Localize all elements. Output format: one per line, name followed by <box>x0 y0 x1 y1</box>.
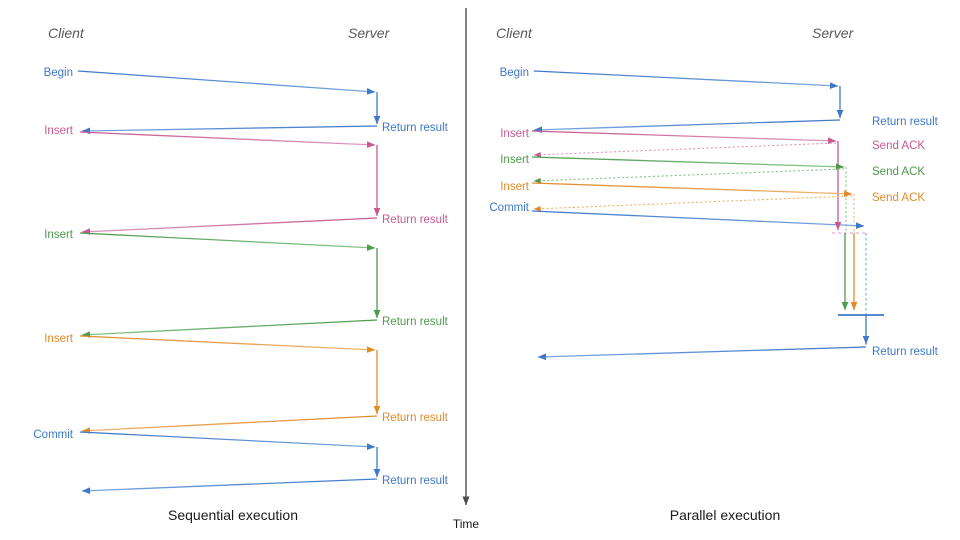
arrow-insert3-ack-parallel <box>533 195 853 212</box>
arrow-insert3-response <box>81 415 378 434</box>
arrow-begin-request <box>77 70 376 95</box>
arrow-commit-response-parallel <box>537 346 867 361</box>
arrow-insert2-response <box>81 319 378 338</box>
panel-parallel: Client Server <box>489 25 938 523</box>
arrow-insert3-request <box>79 335 376 353</box>
label-server-return5-sequential: Return result <box>382 475 449 487</box>
caption-sequential: Sequential execution <box>168 507 298 523</box>
label-client-begin-parallel: Begin <box>500 67 529 79</box>
time-axis-label: Time <box>453 517 480 531</box>
arrow-insert1-request-parallel <box>531 130 837 145</box>
arrow-commit-request <box>79 431 376 450</box>
arrow-insert1-request <box>79 131 376 149</box>
label-server-return2-parallel: Return result <box>872 346 939 358</box>
lane-title-client-parallel: Client <box>496 25 533 41</box>
lane-title-server-sequential: Server <box>348 25 391 41</box>
label-client-commit-sequential: Commit <box>33 429 73 441</box>
label-client-insert3-parallel: Insert <box>500 181 530 193</box>
arrow-begin-response <box>81 125 378 135</box>
panel-sequential: Client Server Begin Insert <box>33 25 448 523</box>
arrow-insert2-request-parallel <box>531 156 845 171</box>
label-server-return4-sequential: Return result <box>382 412 449 424</box>
label-client-insert3-sequential: Insert <box>44 333 74 345</box>
arrow-commit-response <box>81 478 378 495</box>
time-axis: Time <box>453 8 480 531</box>
arrow-begin-response-parallel <box>533 119 841 134</box>
label-client-insert2-parallel: Insert <box>500 154 530 166</box>
label-server-ack3-parallel: Send ACK <box>872 192 925 204</box>
label-client-commit-parallel: Commit <box>489 202 529 214</box>
label-server-return2-sequential: Return result <box>382 214 449 226</box>
label-client-insert1-parallel: Insert <box>500 128 530 140</box>
arrow-insert2-ack-parallel <box>533 168 845 184</box>
label-server-return1-parallel: Return result <box>872 116 939 128</box>
label-client-insert2-sequential: Insert <box>44 229 74 241</box>
label-server-return1-sequential: Return result <box>382 122 449 134</box>
arrow-insert2-request <box>79 232 376 251</box>
arrow-insert1-ack-parallel <box>533 142 837 158</box>
lane-title-server-parallel: Server <box>812 25 855 41</box>
label-client-begin-sequential: Begin <box>44 67 73 79</box>
label-client-insert1-sequential: Insert <box>44 125 74 137</box>
label-server-return3-sequential: Return result <box>382 316 449 328</box>
lane-title-client-sequential: Client <box>48 25 85 41</box>
label-server-ack2-parallel: Send ACK <box>872 166 925 178</box>
caption-parallel: Parallel execution <box>670 507 781 523</box>
arrow-insert3-request-parallel <box>531 182 853 198</box>
arrow-begin-request-parallel <box>533 70 839 89</box>
arrow-insert1-response <box>81 217 378 235</box>
arrow-commit-request-parallel <box>531 210 865 230</box>
label-server-ack1-parallel: Send ACK <box>872 140 925 152</box>
